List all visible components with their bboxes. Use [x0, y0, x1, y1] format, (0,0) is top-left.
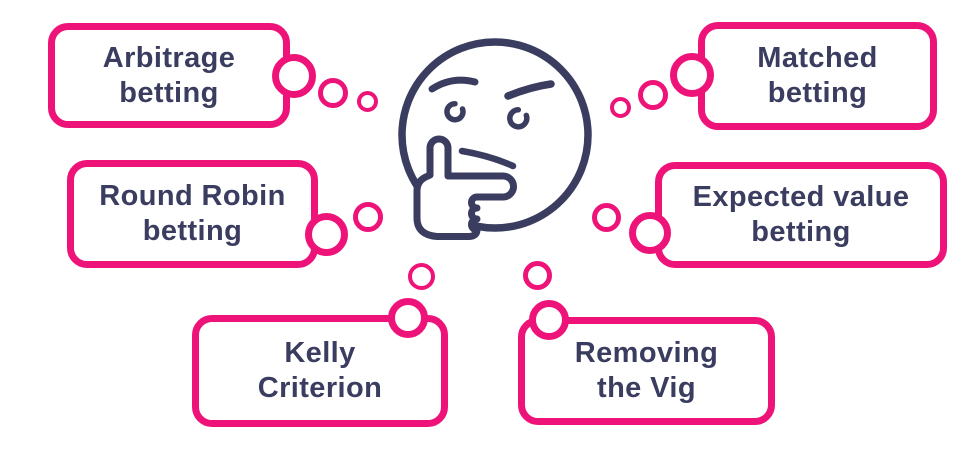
thought-bubble-circle: [388, 298, 428, 338]
thought-bubble-circle: [408, 263, 435, 290]
left-eye: [444, 100, 466, 123]
thought-bubble-circle: [523, 261, 552, 290]
thought-bubble-circle: [353, 202, 383, 232]
mouth: [458, 147, 517, 170]
thought-bubble-circle: [272, 54, 316, 98]
thought-bubble-circle: [610, 97, 631, 118]
bubble-expected-value-betting: Expected value betting: [655, 162, 947, 268]
thought-bubble-circle: [318, 78, 348, 108]
thinking-face-icon: [398, 38, 592, 240]
bubble-matched-betting: Matched betting: [698, 22, 937, 130]
thought-bubble-circle: [305, 213, 348, 256]
left-eyebrow: [428, 76, 479, 93]
hand-icon: [413, 135, 517, 240]
thought-bubble-circle: [629, 212, 671, 254]
thought-bubble-circle: [638, 80, 668, 110]
right-eye: [507, 107, 530, 130]
bubble-round-robin-betting: Round Robin betting: [67, 160, 318, 268]
thought-bubble-circle: [670, 53, 714, 97]
bubble-arbitrage-betting: Arbitrage betting: [48, 23, 290, 128]
face-outline: [398, 38, 592, 232]
right-eyebrow: [504, 80, 555, 100]
thought-bubble-circle: [529, 300, 569, 340]
thought-bubble-circle: [357, 91, 378, 112]
thought-bubble-circle: [592, 203, 621, 232]
